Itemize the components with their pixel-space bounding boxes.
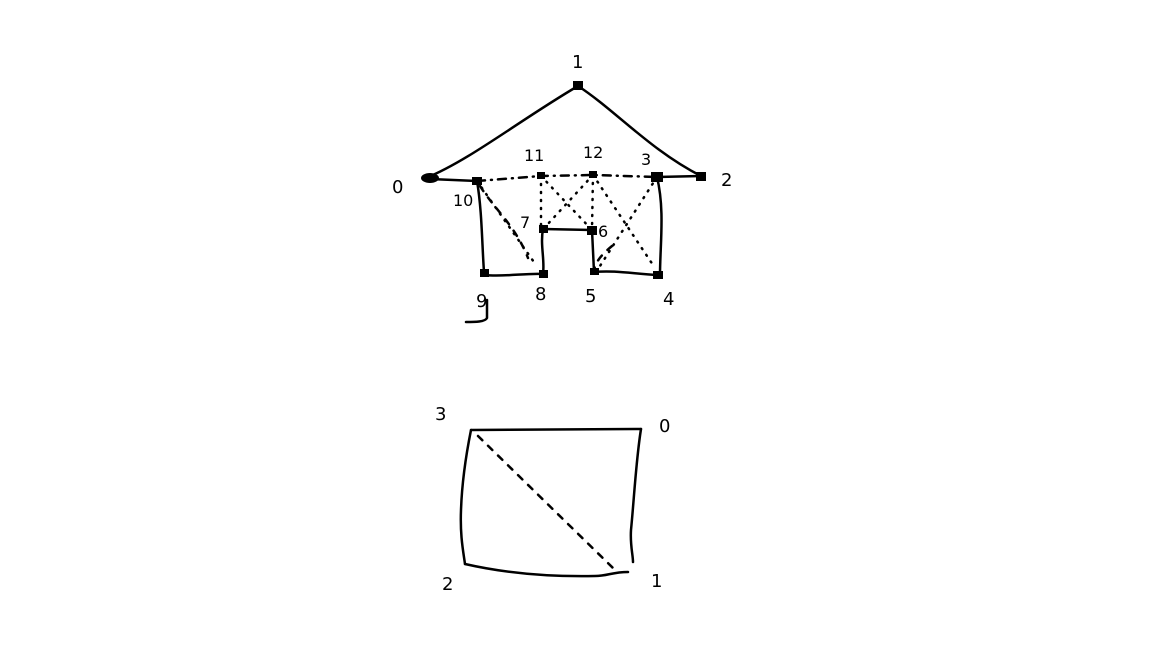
- node-11: [537, 172, 545, 179]
- edge-12-7: [544, 173, 595, 228]
- edge-5-4: [592, 270, 659, 277]
- edge-7-8: [540, 227, 545, 276]
- edge-12-4: [591, 173, 657, 270]
- edge-3-4: [655, 175, 663, 277]
- node-1: [573, 81, 583, 90]
- node-2: [696, 172, 706, 181]
- edge-1-2: [576, 84, 703, 178]
- edge-7-6: [541, 227, 594, 232]
- node-10: [472, 177, 482, 185]
- square-graph: 3 0 2 1: [435, 404, 670, 595]
- edge-3-2: [655, 174, 703, 179]
- edge-0-1: [424, 84, 580, 180]
- edge-10-9: [475, 179, 486, 274]
- node-6: [587, 226, 597, 235]
- label-11: 11: [524, 146, 544, 165]
- edge-12-6: [590, 173, 595, 232]
- node-4: [653, 271, 663, 279]
- edge-10-7: [478, 184, 530, 260]
- label-12: 12: [583, 143, 603, 162]
- edge-3-5: [598, 175, 659, 268]
- label-9: 9: [476, 291, 487, 312]
- edge-2-1: [463, 562, 630, 578]
- node-5: [590, 268, 599, 275]
- edge-3-1-diagonal: [476, 434, 615, 570]
- node-12: [589, 171, 597, 178]
- hook-mark: [464, 298, 489, 324]
- edge-9-8: [482, 272, 545, 277]
- square-label-1: 1: [651, 571, 662, 592]
- edge-3-0: [469, 427, 643, 432]
- label-7: 7: [520, 213, 530, 232]
- label-6: 6: [598, 222, 608, 241]
- label-10: 10: [453, 191, 473, 210]
- edge-6-5: [590, 228, 596, 274]
- node-3: [651, 172, 663, 182]
- house-graph: 1 0 2 11 12 3 10 7 6 9 8 5 4: [392, 52, 732, 324]
- edge-6-5-dashed: [592, 244, 614, 272]
- edge-0-1-square: [629, 427, 643, 564]
- edge-10-8: [475, 179, 538, 267]
- label-5: 5: [585, 286, 596, 307]
- label-2: 2: [721, 170, 732, 191]
- square-label-3: 3: [435, 404, 446, 425]
- node-7: [539, 225, 548, 233]
- edge-3-2-square: [459, 428, 473, 566]
- edge-10-11-12-3: [475, 173, 659, 183]
- node-8: [539, 270, 548, 278]
- node-0: [421, 173, 439, 183]
- label-1: 1: [572, 52, 583, 73]
- square-label-2: 2: [442, 574, 453, 595]
- label-3: 3: [641, 150, 651, 169]
- node-9: [480, 269, 489, 277]
- label-0: 0: [392, 177, 403, 198]
- label-4: 4: [663, 289, 674, 310]
- square-label-0: 0: [659, 416, 670, 437]
- label-8: 8: [535, 284, 546, 305]
